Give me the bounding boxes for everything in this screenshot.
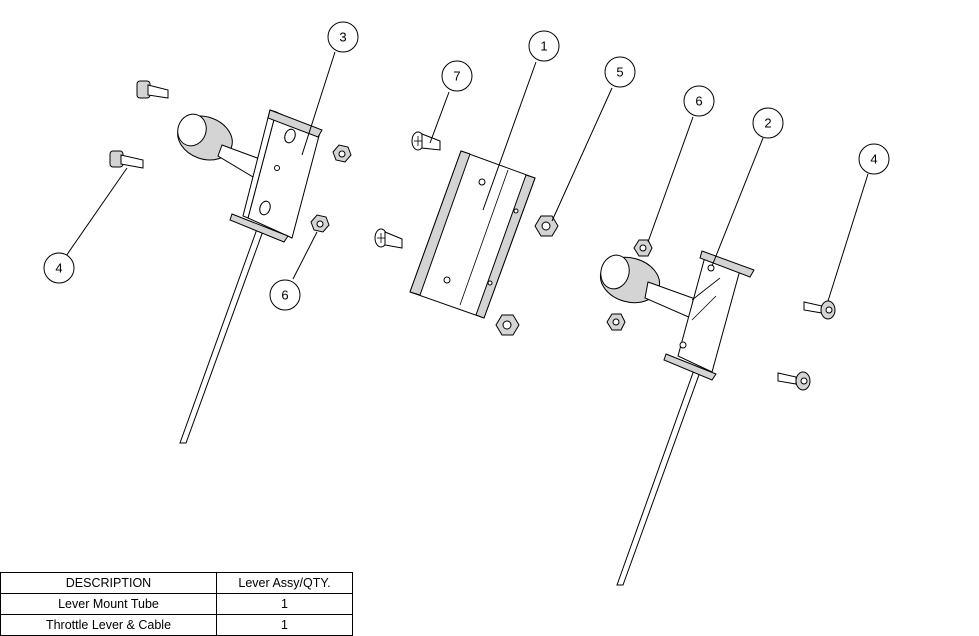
right-throttle-lever-assembly bbox=[599, 250, 755, 586]
tube-lower-nut bbox=[495, 314, 520, 336]
svg-text:5: 5 bbox=[616, 65, 623, 80]
bom-row: Lever Mount Tube 1 bbox=[0, 593, 353, 615]
bom-row-qty: 1 bbox=[216, 593, 353, 615]
bom-row: Throttle Lever & Cable 1 bbox=[0, 614, 353, 636]
svg-text:4: 4 bbox=[870, 152, 877, 167]
balloon-1: 1 bbox=[528, 30, 560, 62]
balloon-6-left: 6 bbox=[269, 279, 301, 311]
balloon-5: 5 bbox=[604, 56, 636, 88]
balloon-7: 7 bbox=[441, 60, 473, 92]
bill-of-materials-table: DESCRIPTION Lever Assy/QTY. Lever Mount … bbox=[0, 572, 353, 636]
left-throttle-lever-assembly bbox=[177, 109, 323, 444]
bom-row-qty: 1 bbox=[216, 614, 353, 636]
bom-header-row: DESCRIPTION Lever Assy/QTY. bbox=[0, 572, 353, 594]
svg-text:6: 6 bbox=[695, 94, 702, 109]
left-upper-nut bbox=[332, 144, 352, 163]
svg-text:1: 1 bbox=[540, 39, 547, 54]
svg-text:2: 2 bbox=[764, 116, 771, 131]
right-upper-nut bbox=[633, 239, 653, 257]
left-lower-nut bbox=[310, 214, 330, 233]
balloon-4-left: 4 bbox=[43, 252, 75, 284]
upper-flat-head-screw bbox=[411, 131, 441, 151]
left-lower-cap-screw bbox=[109, 150, 144, 169]
tube-upper-nut bbox=[534, 215, 559, 237]
balloon-6-right: 6 bbox=[683, 85, 715, 117]
balloon-2: 2 bbox=[752, 107, 784, 139]
right-lower-cap-screw bbox=[777, 371, 811, 391]
svg-text:6: 6 bbox=[281, 288, 288, 303]
svg-text:4: 4 bbox=[55, 261, 62, 276]
left-upper-cap-screw bbox=[136, 80, 169, 99]
right-upper-cap-screw bbox=[803, 300, 836, 320]
bom-row-description: Lever Mount Tube bbox=[0, 593, 217, 615]
lever-mount-tube bbox=[409, 150, 536, 319]
bom-header-qty: Lever Assy/QTY. bbox=[216, 572, 353, 594]
balloon-3: 3 bbox=[327, 21, 359, 53]
bom-row-description: Throttle Lever & Cable bbox=[0, 614, 217, 636]
lower-flat-head-screw bbox=[374, 228, 403, 249]
right-lower-nut bbox=[606, 313, 626, 331]
balloon-4-right: 4 bbox=[858, 143, 890, 175]
svg-text:3: 3 bbox=[339, 30, 346, 45]
svg-text:7: 7 bbox=[453, 69, 460, 84]
bom-header-description: DESCRIPTION bbox=[0, 572, 217, 594]
